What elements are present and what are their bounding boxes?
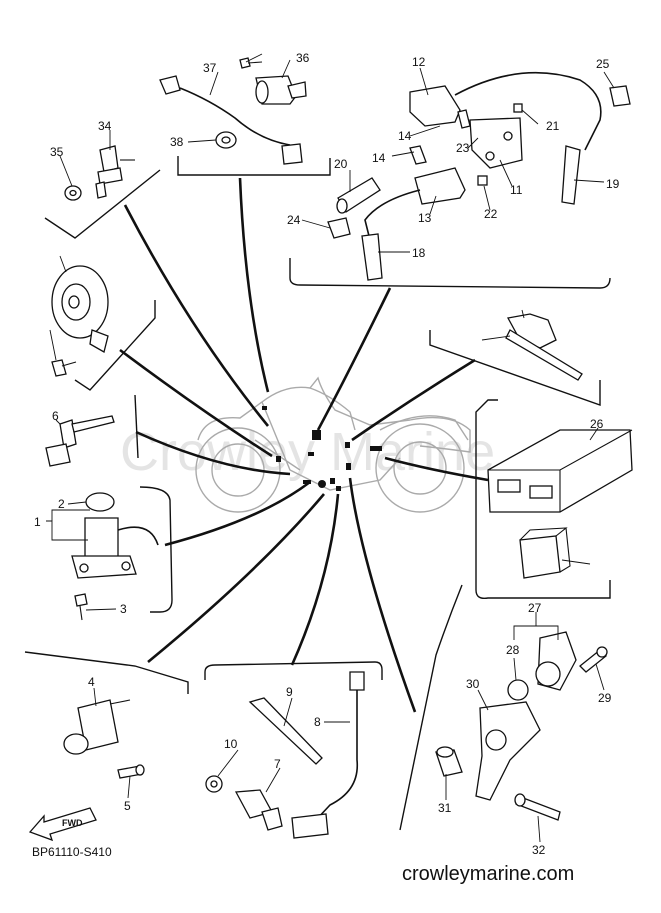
callout-10: 10 <box>224 737 238 751</box>
cable-tie-35 <box>505 329 583 381</box>
fwd-arrow: FWD <box>28 807 97 842</box>
callout-23: 28 <box>506 643 520 657</box>
callout-27: 32 <box>532 843 546 857</box>
callout-1: 1 <box>34 515 41 529</box>
washer-29 <box>64 185 82 201</box>
locator-marks <box>262 406 382 491</box>
o-ring-2 <box>85 492 115 512</box>
o-ring-23 <box>507 679 529 701</box>
callout-32: 38 <box>170 135 184 149</box>
sensor-22 <box>535 631 577 691</box>
callout-25: 30 <box>466 677 480 691</box>
website-url: crowleymarine.com <box>402 863 574 885</box>
sensor-30 <box>255 75 307 105</box>
callout-22: 27 <box>528 601 542 615</box>
lead-8 <box>291 671 365 839</box>
collar-26 <box>435 746 463 777</box>
diagram-code: BP61110-S410 <box>32 845 112 859</box>
frame-sensor1 <box>139 486 173 613</box>
callout-26: 31 <box>438 801 452 815</box>
callout-17b: 22 <box>484 207 498 221</box>
callout-21: 26 <box>590 417 604 431</box>
callout-19: 24 <box>287 213 301 227</box>
tie-9 <box>248 697 323 765</box>
frame-clip <box>429 330 601 406</box>
callout-29: 35 <box>50 145 64 159</box>
bolt-38 <box>51 359 77 377</box>
bolt-3 <box>74 593 88 621</box>
callout-5: 5 <box>124 799 131 813</box>
callout-13: 13 <box>418 211 432 225</box>
callout-30: 36 <box>296 51 310 65</box>
callout-18: 23 <box>456 141 470 155</box>
callout-2: 2 <box>58 497 65 511</box>
callout-20: 25 <box>596 57 610 71</box>
frame-bottom-right <box>399 584 463 831</box>
callout-6: 6 <box>52 409 59 423</box>
callout-15b: 19 <box>606 177 620 191</box>
bolt-24 <box>579 646 608 673</box>
nut-17 <box>477 103 523 186</box>
bolt-14 <box>409 109 471 165</box>
frame-top-right <box>289 258 611 289</box>
harness-31 <box>159 75 303 165</box>
motorcycle-outline <box>195 376 471 513</box>
callout-12: 12 <box>412 55 426 69</box>
callout-11: 11 <box>510 183 523 197</box>
connector-lines <box>119 177 489 713</box>
callout-16: 20 <box>334 157 348 171</box>
washer-10 <box>205 775 223 793</box>
bracket-11 <box>469 117 523 169</box>
sensor-4 <box>63 699 131 755</box>
callout-17a: 21 <box>546 119 560 133</box>
sensor-6 <box>45 415 115 467</box>
callout-14b: 14 <box>372 151 386 165</box>
ecu-21 <box>487 429 633 513</box>
watermark: Crowley Marine <box>120 422 495 482</box>
callout-7: 7 <box>274 757 281 771</box>
relay-36 <box>519 527 571 579</box>
bolt-33 <box>239 57 263 69</box>
frame-horn <box>74 300 156 391</box>
callout-8: 8 <box>314 715 321 729</box>
frame-bottom-mid <box>204 661 383 680</box>
callout-24: 29 <box>598 691 612 705</box>
frame-bottom-left <box>24 651 189 694</box>
horn-37 <box>51 265 109 353</box>
plug-cap-16 <box>336 177 381 214</box>
switch-7 <box>234 789 283 831</box>
frame-ecu <box>475 399 611 600</box>
leader-lines <box>46 53 615 843</box>
svg-text:FWD: FWD <box>62 818 83 828</box>
clip-20 <box>609 85 631 107</box>
callout-3: 3 <box>120 602 127 616</box>
callout-14a: 14 <box>398 129 412 143</box>
frame-top-left <box>44 169 161 239</box>
grommet-32 <box>215 131 237 149</box>
callout-labels: 34 35 36 37 38 12 25 14 23 21 14 20 11 1… <box>34 51 620 857</box>
callout-28: 34 <box>98 119 112 133</box>
callout-4: 4 <box>88 675 95 689</box>
clamp-19 <box>327 217 351 239</box>
sensor-28 <box>95 145 135 199</box>
callout-15a: 18 <box>412 246 426 260</box>
ignition-coil-13 <box>361 167 466 281</box>
bolt-27 <box>514 793 561 821</box>
ignition-coil-12 <box>409 71 602 205</box>
frame-top-mid <box>177 156 331 176</box>
callout-31: 37 <box>203 61 217 75</box>
callout-9: 9 <box>286 685 293 699</box>
bolt-5 <box>117 764 145 779</box>
bracket-25 <box>475 701 541 801</box>
sensor-1 <box>71 517 159 579</box>
frame-sensor6 <box>134 394 139 459</box>
